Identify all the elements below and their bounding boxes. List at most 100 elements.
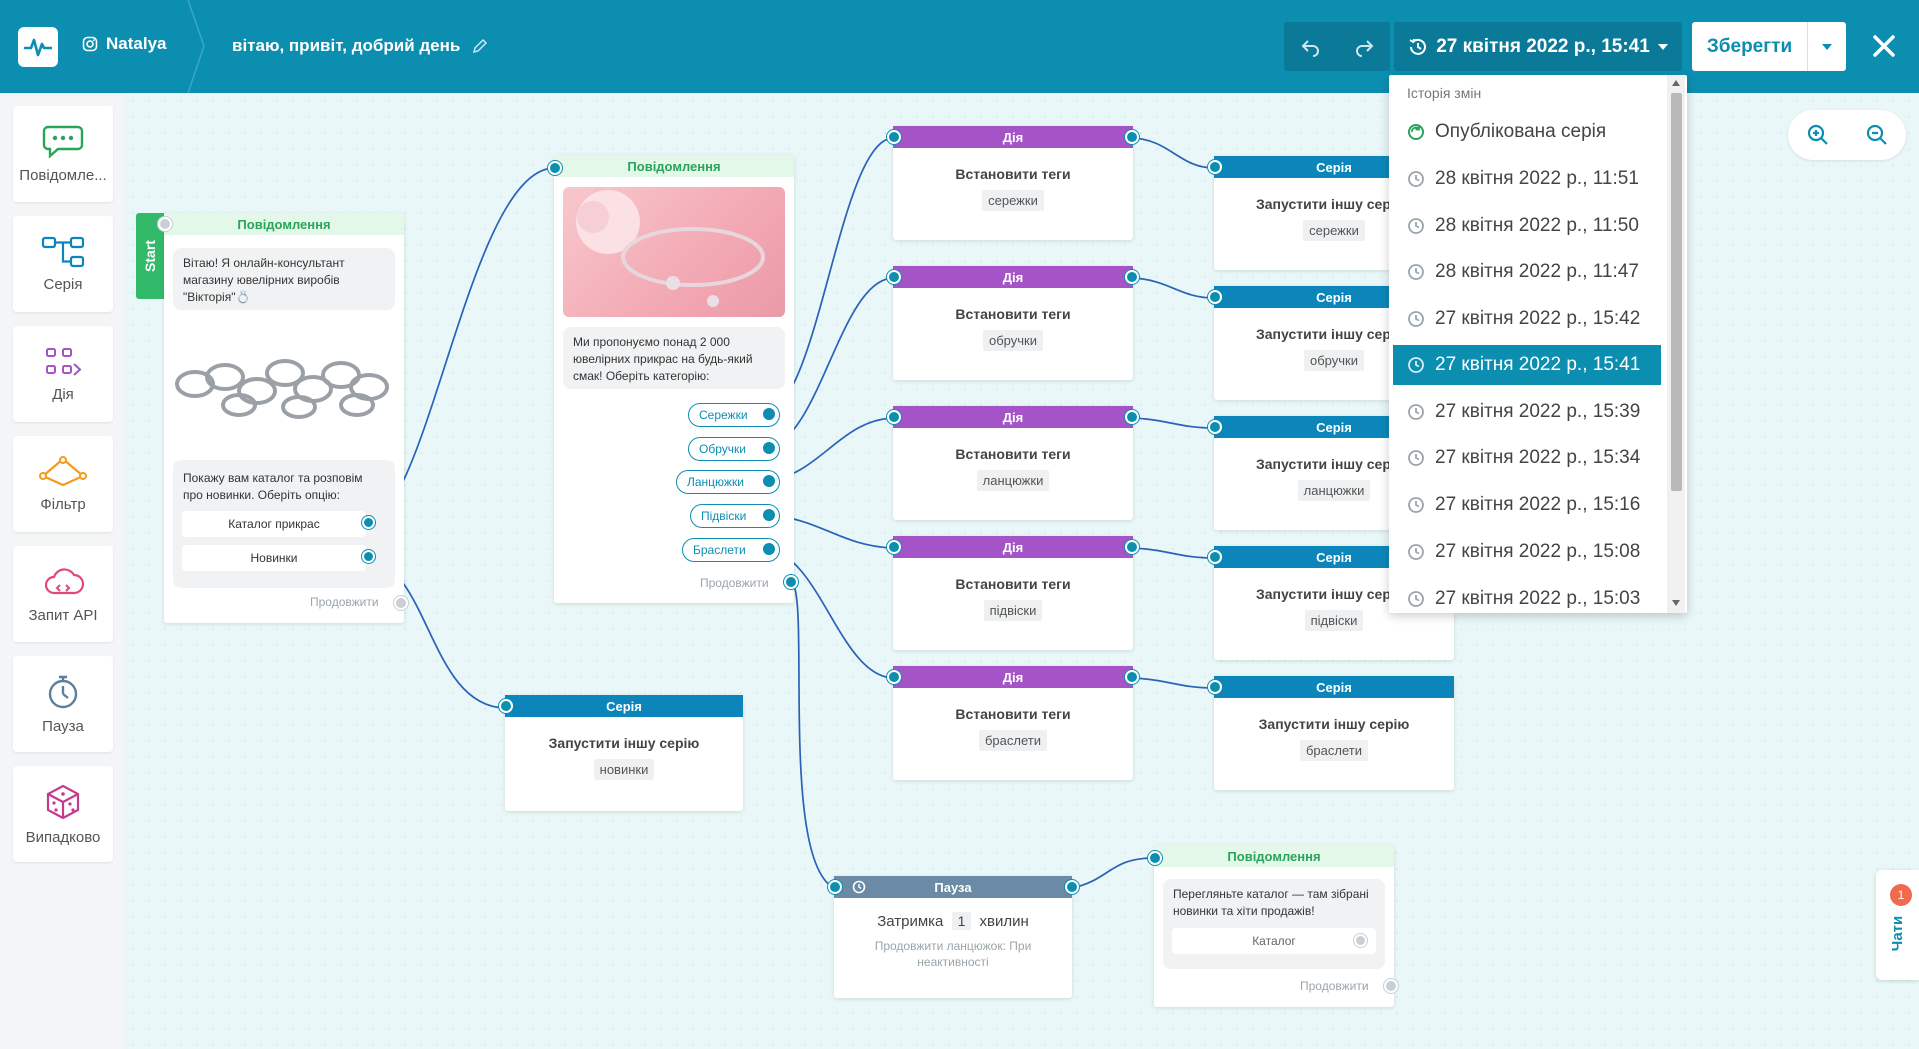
option-earrings[interactable]: Сережки	[688, 403, 780, 427]
app-logo[interactable]	[18, 27, 58, 67]
node-header: Дія	[893, 266, 1133, 288]
history-item[interactable]: 27 квітня 2022 р., 15:08	[1393, 532, 1661, 572]
stopwatch-icon	[48, 675, 78, 708]
save-options-button[interactable]	[1808, 22, 1846, 71]
output-port[interactable]	[763, 475, 775, 487]
sidebar-item-pause[interactable]: Пауза	[13, 656, 113, 752]
output-port[interactable]	[1354, 934, 1367, 947]
delay-unit: хвилин	[979, 913, 1029, 930]
action-icon	[46, 347, 82, 376]
output-port[interactable]	[763, 442, 775, 454]
node-title: Запустити іншу сер	[1256, 456, 1391, 472]
continue-port[interactable]	[784, 575, 798, 589]
output-port[interactable]	[763, 509, 775, 521]
button-catalog-final[interactable]: Каталог	[1172, 928, 1376, 954]
option-chains[interactable]: Ланцюжки	[676, 470, 780, 494]
output-port[interactable]	[1125, 130, 1139, 144]
button-catalog[interactable]: Каталог прикрас	[182, 511, 366, 537]
continue-port[interactable]	[394, 596, 408, 610]
series-node-bracelets[interactable]: Серія Запустити іншу серію браслети	[1208, 676, 1454, 790]
input-port[interactable]	[887, 670, 901, 684]
output-port[interactable]	[362, 550, 375, 563]
history-item[interactable]: 27 квітня 2022 р., 15:39	[1393, 392, 1661, 432]
input-port[interactable]	[499, 699, 513, 713]
input-port[interactable]	[828, 880, 842, 894]
input-port[interactable]	[158, 217, 172, 231]
sidebar-item-label: Фільтр	[40, 495, 86, 513]
option-label: Ланцюжки	[687, 475, 744, 489]
scroll-thumb[interactable]	[1671, 93, 1682, 491]
output-port[interactable]	[1125, 410, 1139, 424]
start-message-node[interactable]: Повідомлення Вітаю! Я онлайн-консультант…	[158, 213, 408, 623]
history-item[interactable]: 27 квітня 2022 р., 15:03	[1393, 579, 1661, 613]
sidebar-item-message[interactable]: Повідомле...	[13, 106, 113, 202]
output-port[interactable]	[362, 516, 375, 529]
save-button[interactable]: Зберегти	[1692, 22, 1808, 71]
history-item[interactable]: 28 квітня 2022 р., 11:50	[1393, 206, 1661, 246]
redo-button[interactable]	[1337, 22, 1390, 71]
input-port[interactable]	[887, 130, 901, 144]
output-port[interactable]	[1125, 670, 1139, 684]
zoom-controls	[1788, 110, 1906, 160]
close-button[interactable]	[1864, 26, 1904, 66]
sidebar-item-series[interactable]: Серія	[13, 216, 113, 312]
input-port[interactable]	[1208, 680, 1222, 694]
input-port[interactable]	[548, 161, 562, 175]
input-port[interactable]	[1148, 851, 1162, 865]
option-label: Сережки	[699, 408, 748, 422]
action-node-earrings[interactable]: Дія Встановити теги сережки	[887, 126, 1139, 240]
history-dropdown-button[interactable]: 27 квітня 2022 р., 15:41	[1394, 22, 1682, 71]
option-label: Браслети	[693, 543, 746, 557]
action-node-chains[interactable]: Дія Встановити теги ланцюжки	[887, 406, 1139, 520]
scroll-down-icon[interactable]	[1672, 600, 1680, 606]
pause-node[interactable]: Пауза Затримка 1 хвилин Продовжити ланцю…	[828, 876, 1079, 998]
button-new[interactable]: Новинки	[182, 545, 366, 571]
zoom-in-icon[interactable]	[1806, 123, 1830, 147]
output-port[interactable]	[1065, 880, 1079, 894]
sidebar-item-action[interactable]: Дія	[13, 326, 113, 422]
action-node-pendants[interactable]: Дія Встановити теги підвіски	[887, 536, 1139, 650]
scroll-up-icon[interactable]	[1672, 80, 1680, 86]
history-item[interactable]: 27 квітня 2022 р., 15:16	[1393, 485, 1661, 525]
action-node-bracelets[interactable]: Дія Встановити теги браслети	[887, 666, 1139, 780]
history-item[interactable]: 27 квітня 2022 р., 15:42	[1393, 299, 1661, 339]
button-label: Каталог	[1252, 934, 1296, 948]
output-port[interactable]	[1125, 540, 1139, 554]
option-rings[interactable]: Обручки	[688, 437, 780, 461]
pencil-icon[interactable]	[472, 38, 488, 54]
output-port[interactable]	[763, 408, 775, 420]
history-item-active[interactable]: 27 квітня 2022 р., 15:41	[1393, 345, 1661, 385]
input-port[interactable]	[1208, 550, 1222, 564]
undo-button[interactable]	[1284, 22, 1337, 71]
history-scrollbar[interactable]	[1667, 75, 1685, 613]
history-item[interactable]: 28 квітня 2022 р., 11:47	[1393, 252, 1661, 292]
history-item-label: 27 квітня 2022 р., 15:39	[1435, 401, 1641, 422]
sidebar-item-filter[interactable]: Фільтр	[13, 436, 113, 532]
output-port[interactable]	[1125, 270, 1139, 284]
action-node-rings[interactable]: Дія Встановити теги обручки	[887, 266, 1139, 380]
input-port[interactable]	[887, 540, 901, 554]
option-bracelets[interactable]: Браслети	[682, 538, 780, 562]
series-node-new[interactable]: Серія Запустити іншу серію новинки	[499, 695, 743, 811]
input-port[interactable]	[1208, 420, 1222, 434]
input-port[interactable]	[1208, 290, 1222, 304]
history-item[interactable]: 27 квітня 2022 р., 15:34	[1393, 438, 1661, 478]
zoom-out-icon[interactable]	[1865, 123, 1889, 147]
output-port[interactable]	[763, 543, 775, 555]
flow-title[interactable]: вітаю, привіт, добрий день	[232, 36, 488, 56]
continue-port[interactable]	[1384, 979, 1398, 993]
option-pendants[interactable]: Підвіски	[690, 504, 780, 528]
sidebar-item-api-request[interactable]: Запит API	[13, 546, 113, 642]
history-item-published[interactable]: Опублікована серія	[1393, 112, 1661, 152]
chats-tab[interactable]: 1 Чати	[1876, 870, 1919, 980]
final-message-node[interactable]: Повідомлення Перегляньте каталог — там з…	[1148, 845, 1398, 1007]
message-text-content: Перегляньте каталог — там зібрані новинк…	[1173, 887, 1369, 918]
input-port[interactable]	[887, 270, 901, 284]
account-switcher[interactable]: Natalya	[82, 34, 166, 54]
history-item[interactable]: 28 квітня 2022 р., 11:51	[1393, 159, 1661, 199]
input-port[interactable]	[887, 410, 901, 424]
catalog-message-node[interactable]: Повідомлення Ми пропонуємо понад 2 000 ю…	[548, 155, 798, 603]
sidebar-item-random[interactable]: Випадково	[13, 766, 113, 862]
input-port[interactable]	[1208, 160, 1222, 174]
cloud-api-icon	[44, 567, 84, 594]
